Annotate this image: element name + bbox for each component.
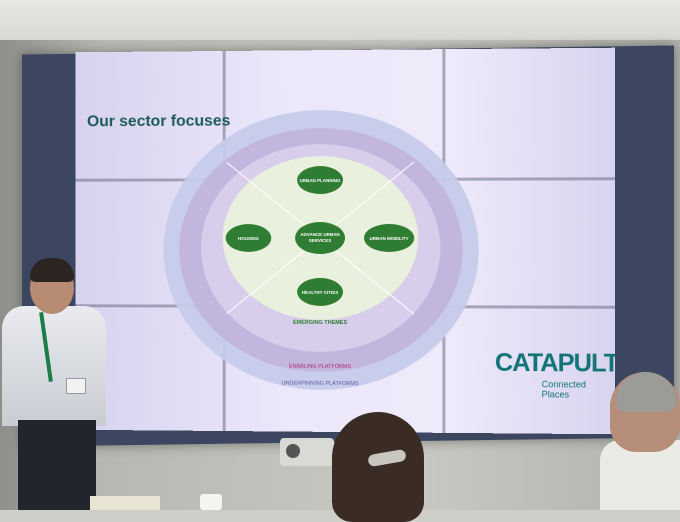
advance-urban-label-1: ADVANCE URBAN	[300, 232, 339, 237]
emerging-themes-label: EMERGING THEMES	[293, 320, 347, 326]
underpinning-platforms-label: UNDERPINNING PLATFORMS	[282, 381, 359, 388]
enabling-platforms-label: ENABLING PLATFORMS	[289, 364, 352, 370]
projector-lens-icon	[286, 444, 300, 458]
presenter-shirt	[2, 306, 106, 426]
advance-urban-label-2: SERVICES	[309, 238, 332, 243]
catapult-tagline: Connected Places	[541, 379, 586, 400]
sector-diagram: URBAN PLANNING HOUSING ADVANCE URBAN SER…	[163, 109, 479, 391]
slide: Our sector focuses URBAN PLANNING HOUSIN…	[75, 47, 616, 435]
audience-head	[332, 412, 424, 522]
healthy-cities-node	[297, 278, 343, 307]
ceiling	[0, 0, 680, 40]
urban-mobility-label: URBAN MOBILITY	[370, 236, 409, 241]
catapult-logo: CATAPULT	[494, 348, 616, 378]
housing-label: HOUSING	[238, 236, 259, 241]
presenter-hair	[30, 258, 74, 282]
urban-planning-label: URBAN PLANNING	[300, 178, 341, 183]
healthy-cities-label: HEALTHY CITIES	[302, 290, 338, 295]
desk	[90, 496, 160, 510]
audience-hair	[616, 372, 676, 412]
name-badge	[66, 378, 86, 394]
presenter-trousers	[18, 420, 96, 510]
urban-mobility-node	[364, 223, 415, 253]
cup	[200, 494, 222, 510]
advance-urban-services-node	[295, 222, 345, 255]
urban-planning-node	[297, 166, 343, 195]
housing-node	[225, 224, 272, 252]
